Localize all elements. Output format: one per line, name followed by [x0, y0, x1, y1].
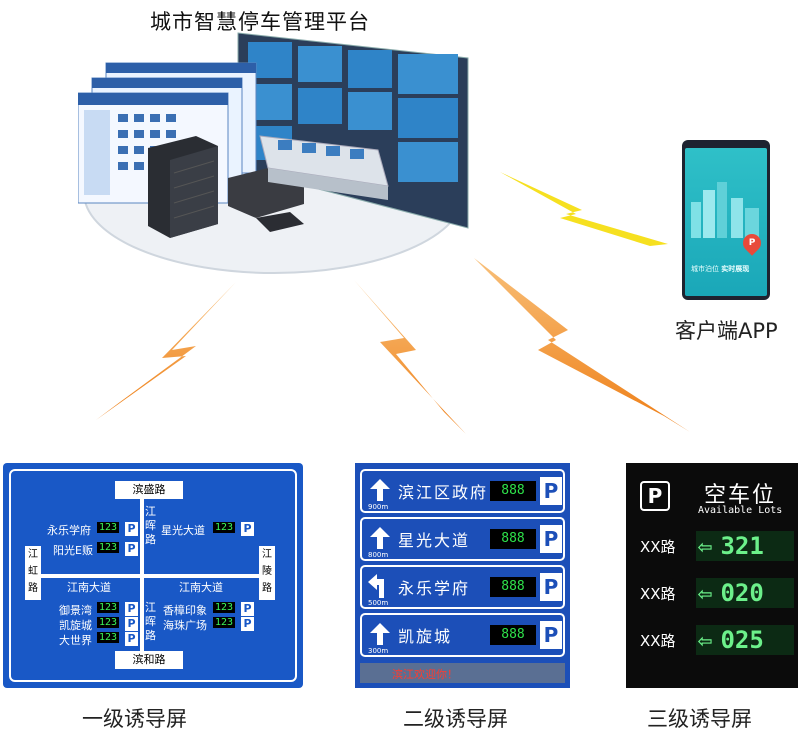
road-label: XX路: [640, 632, 676, 650]
level1-guidance-screen: 滨盛路 滨和路 江 虹 路 江 陵 路 江 晖 路 江 晖 路 江南大道 江南大…: [3, 463, 303, 688]
road-right: 江 陵 路: [259, 546, 275, 600]
level3-caption: 三级诱导屏: [647, 707, 752, 731]
lot-count: 123: [97, 522, 120, 533]
parking-p-icon: P: [241, 602, 254, 616]
lot-name: 星光大道: [161, 524, 205, 537]
platform-title: 城市智慧停车管理平台: [150, 10, 370, 34]
distance-label: 500m: [368, 599, 389, 607]
bolt-to-level3: [474, 258, 690, 432]
road-horizontal: [39, 574, 261, 578]
bolt-to-app: [500, 172, 668, 246]
lot-count: 123: [97, 602, 120, 613]
arrow-turn-left-icon: [368, 574, 384, 598]
bolt-to-level1: [96, 282, 236, 420]
level2-caption: 二级诱导屏: [403, 707, 508, 731]
parking-p-icon: P: [125, 522, 138, 536]
level1-caption: 一级诱导屏: [82, 707, 187, 731]
pin-p-label: P: [748, 238, 756, 248]
road-center-top: 江 晖 路: [145, 505, 156, 546]
arrow-up-icon: [370, 527, 390, 549]
lot-count: 123: [213, 602, 236, 613]
road-left: 江 虹 路: [25, 546, 41, 600]
parking-p-icon: P: [640, 481, 670, 511]
lot-name: 凯旋城: [59, 619, 92, 632]
distance-label: 900m: [368, 503, 389, 511]
client-app-phone: P 城市泊位 实时展现: [682, 140, 770, 300]
parking-p-icon: P: [125, 632, 138, 646]
destination-label: 永乐学府: [398, 579, 471, 598]
led-value: 025: [720, 626, 764, 654]
destination-label: 滨江区政府: [398, 483, 489, 502]
road-right-h: 江南大道: [179, 581, 223, 594]
ticker-bar: 滨江欢迎你！: [360, 663, 565, 683]
bolt-to-level2: [354, 280, 466, 434]
led-display: ⇦025: [696, 625, 794, 655]
parking-p-icon: P: [125, 617, 138, 631]
road-bottom: 滨和路: [115, 651, 183, 669]
parking-p-icon: P: [540, 621, 562, 649]
arrow-up-icon: [370, 623, 390, 645]
control-keyboard: [256, 212, 304, 232]
app-caption: 客户端APP: [675, 319, 778, 343]
level2-guidance-screen: 滨江区政府 888 P 900m 星光大道 888 P 800m 永乐学府 88…: [355, 463, 570, 688]
arrow-up-icon: [370, 479, 390, 501]
ticker-text: 滨江欢迎你！: [392, 668, 458, 681]
lot-name: 香樟印象: [163, 604, 207, 617]
led-arrow-left-icon: ⇦: [698, 579, 713, 607]
lot-count: 123: [213, 522, 236, 533]
available-subtitle: Available Lots: [698, 505, 783, 516]
lot-name: 阳光E贩: [53, 544, 93, 557]
app-screen: P 城市泊位 实时展现: [685, 148, 767, 296]
server-rack: [148, 136, 218, 238]
city-skyline-icon: [691, 182, 759, 238]
led-arrow-left-icon: ⇦: [698, 626, 713, 654]
led-arrow-left-icon: ⇦: [698, 532, 713, 560]
led-value: 020: [720, 579, 764, 607]
road-label: XX路: [640, 585, 676, 603]
lot-name: 御景湾: [59, 604, 92, 617]
lot-count: 123: [213, 617, 236, 628]
distance-label: 800m: [368, 551, 389, 559]
available-title: 空车位: [704, 483, 777, 508]
parking-p-icon: P: [125, 542, 138, 556]
destination-label: 星光大道: [398, 531, 471, 550]
road-label: XX路: [640, 538, 676, 556]
lot-name: 海珠广场: [163, 619, 207, 632]
led-display: ⇦321: [696, 531, 794, 561]
parking-p-icon: P: [540, 477, 562, 505]
lot-name: 永乐学府: [47, 524, 91, 537]
led-value: 321: [720, 532, 764, 560]
space-count: 888: [490, 577, 536, 597]
guidance-row: 凯旋城 888 P 300m: [360, 613, 565, 657]
destination-label: 凯旋城: [398, 627, 453, 646]
road-top: 滨盛路: [115, 481, 183, 499]
level3-guidance-screen: P 空车位 Available Lots XX路 ⇦321 XX路 ⇦020 X…: [626, 463, 798, 688]
operator-desk: [259, 135, 389, 200]
space-count: 888: [490, 529, 536, 549]
space-count: 888: [490, 625, 536, 645]
guidance-row: 星光大道 888 P 800m: [360, 517, 565, 561]
parking-p-icon: P: [125, 602, 138, 616]
control-center-illustration: [78, 32, 469, 274]
guidance-row: 滨江区政府 888 P 900m: [360, 469, 565, 513]
parking-p-icon: P: [241, 522, 254, 536]
parking-p-icon: P: [540, 525, 562, 553]
led-display: ⇦020: [696, 578, 794, 608]
app-screen-caption: 城市泊位 实时展现: [691, 265, 750, 273]
lot-count: 123: [97, 632, 120, 643]
distance-label: 300m: [368, 647, 389, 655]
lot-count: 123: [97, 542, 120, 553]
lot-count: 123: [97, 617, 120, 628]
space-count: 888: [490, 481, 536, 501]
road-left-h: 江南大道: [67, 581, 111, 594]
parking-p-icon: P: [540, 573, 562, 601]
lot-name: 大世界: [59, 634, 92, 647]
guidance-row: 永乐学府 888 P 500m: [360, 565, 565, 609]
road-center-bottom: 江 晖 路: [145, 601, 156, 642]
video-wall: [237, 32, 469, 229]
parking-p-icon: P: [241, 617, 254, 631]
